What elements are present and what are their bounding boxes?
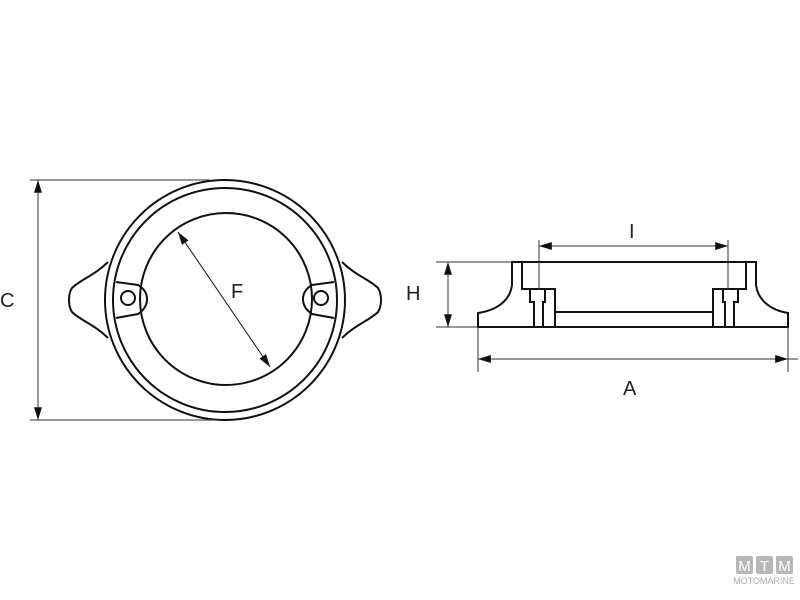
inner-bore — [139, 212, 313, 386]
left-boss — [115, 281, 148, 319]
outer-ring — [104, 179, 346, 421]
dimension-a — [477, 327, 798, 372]
logo-letter-3: M — [778, 558, 791, 575]
dimension-c — [30, 179, 220, 421]
side-outline — [477, 261, 789, 328]
left-hole — [120, 290, 136, 306]
left-bolt — [529, 289, 546, 327]
right-lug — [341, 261, 382, 339]
right-boss — [302, 281, 335, 319]
motomarine-logo: M T M MOTOMARINE — [733, 556, 795, 586]
label-i: I — [629, 221, 635, 243]
label-f: F — [231, 281, 243, 303]
logo-brand: MOTOMARINE — [733, 576, 795, 586]
dimension-i — [538, 240, 729, 290]
side-view — [477, 261, 789, 328]
second-ring — [112, 187, 338, 413]
top-view — [68, 179, 382, 421]
label-a: A — [623, 378, 637, 400]
right-bolt — [722, 289, 739, 327]
right-inner-wall — [712, 262, 747, 327]
logo-letter-2: T — [760, 558, 769, 575]
label-h: H — [406, 283, 420, 305]
left-lug — [68, 261, 109, 339]
logo-letter-1: M — [738, 558, 751, 575]
dimension-f-line — [177, 231, 271, 368]
right-hole — [313, 290, 329, 306]
dimension-h — [436, 261, 512, 328]
label-c: C — [0, 290, 14, 312]
